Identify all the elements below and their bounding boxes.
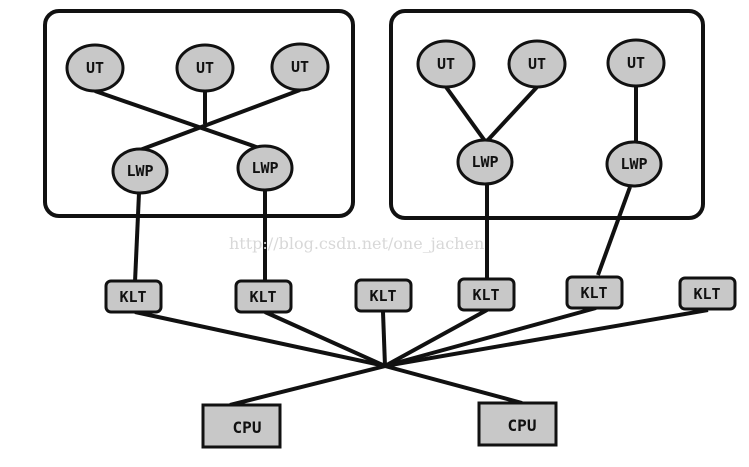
lwp-node-2-label: LWP	[251, 159, 278, 177]
klt-node-3-shape	[354, 278, 413, 313]
edge-lwp4-klt5	[596, 186, 632, 276]
cpu-node-1-label: CPU	[233, 418, 262, 437]
ut-node-5-shape	[507, 39, 567, 89]
lwp-node-3: LWP	[456, 138, 514, 186]
edge-klt3-hub	[381, 311, 387, 367]
cpu-node-2-label: CPU	[508, 416, 537, 435]
lwp-node-2: LWP	[236, 144, 294, 192]
lwp-node-1-shape	[111, 147, 169, 195]
klt-node-4-label: KLT	[472, 286, 499, 304]
klt-node-5: KLT	[565, 275, 624, 310]
klt-node-3-label: KLT	[369, 287, 396, 305]
edge-ut3-lwp1	[139, 88, 301, 152]
ut-node-2-shape	[175, 43, 235, 93]
klt-node-1-label: KLT	[119, 288, 146, 306]
lwp-node-4-label: LWP	[620, 155, 647, 173]
ut-node-4: UT	[416, 39, 476, 89]
klt-node-2-label: KLT	[249, 288, 276, 306]
lwp-node-1: LWP	[111, 147, 169, 195]
lwp-node-3-shape	[456, 138, 514, 186]
klt-node-5-shape	[565, 275, 624, 310]
ut-node-3-shape	[270, 42, 330, 92]
ut-node-5-label: UT	[528, 55, 546, 73]
edge-klt1-hub	[134, 310, 386, 368]
ut-node-1-label: UT	[86, 59, 104, 77]
ut-node-6-label: UT	[627, 54, 645, 72]
ut-node-6: UT	[606, 38, 666, 88]
klt-node-1: KLT	[104, 279, 163, 314]
lwp-node-2-shape	[236, 144, 294, 192]
lwp-node-4: LWP	[605, 140, 663, 188]
ut-node-4-label: UT	[437, 55, 455, 73]
klt-node-2: KLT	[234, 279, 293, 314]
edge-ut5-lwp3	[485, 85, 539, 143]
cpu-node-1-shape	[201, 403, 282, 449]
edge-klt2-hub	[264, 310, 386, 368]
edge-klt6-hub	[384, 308, 709, 368]
process-box-right	[389, 9, 705, 220]
cpu-node-1: CPU	[201, 403, 282, 449]
klt-node-3: KLT	[354, 278, 413, 313]
edge-lwp1-klt1	[133, 192, 141, 283]
cpu-node-2: CPU	[477, 401, 558, 447]
klt-node-1-shape	[104, 279, 163, 314]
ut-node-1-shape	[65, 43, 125, 93]
lwp-node-1-label: LWP	[126, 162, 153, 180]
ut-node-3-label: UT	[291, 58, 309, 76]
lwp-node-3-label: LWP	[471, 153, 498, 171]
edge-hub-cpu1	[229, 364, 386, 407]
klt-node-4-shape	[457, 277, 516, 312]
klt-node-4: KLT	[457, 277, 516, 312]
ut-node-4-shape	[416, 39, 476, 89]
edge-hub-cpu2	[384, 364, 523, 405]
cpu-node-2-shape	[477, 401, 558, 447]
ut-node-5: UT	[507, 39, 567, 89]
ut-node-1: UT	[65, 43, 125, 93]
ut-node-2-label: UT	[196, 59, 214, 77]
klt-node-2-shape	[234, 279, 293, 314]
klt-node-6-label: KLT	[693, 285, 720, 303]
ut-node-6-shape	[606, 38, 666, 88]
edge-ut4-lwp3	[444, 85, 487, 143]
lwp-node-4-shape	[605, 140, 663, 188]
klt-node-6: KLT	[678, 276, 737, 311]
ut-node-3: UT	[270, 42, 330, 92]
watermark-text: http://blog.csdn.net/one_jachen	[229, 234, 484, 253]
edge-klt5-hub	[384, 306, 597, 368]
ut-node-2: UT	[175, 43, 235, 93]
edge-klt4-hub	[384, 308, 488, 368]
edge-ut1-lwp2	[94, 89, 266, 152]
process-box-left	[43, 9, 355, 218]
klt-node-5-label: KLT	[580, 284, 607, 302]
klt-node-6-shape	[678, 276, 737, 311]
